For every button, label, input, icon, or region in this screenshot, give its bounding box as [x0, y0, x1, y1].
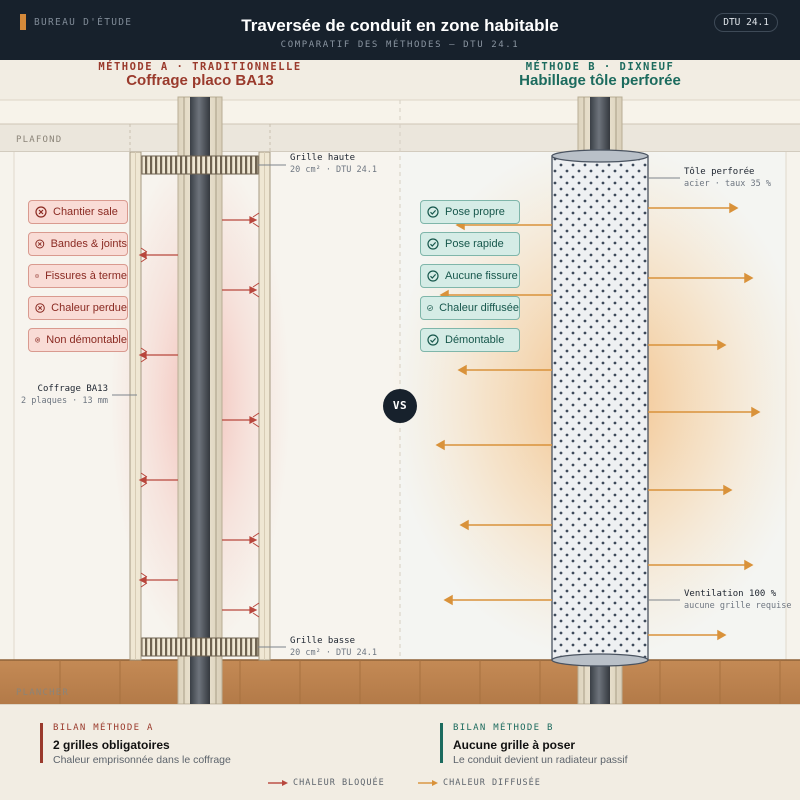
grille-basse-title: Grille basse — [290, 636, 356, 646]
problem-label: Bandes & joints — [50, 238, 127, 250]
method-b-name: Habillage tôle perforée — [519, 72, 681, 89]
method-a-heading: MÉTHODE A · TRADITIONNELLE Coffrage plac… — [50, 61, 350, 89]
ventilation-annotation: Ventilation 100 % aucune grille requise — [684, 588, 791, 612]
method-a-kicker: MÉTHODE A · TRADITIONNELLE — [98, 61, 302, 73]
problem-badge: Fissures à terme — [28, 264, 128, 288]
dtu-badge: DTU 24.1 — [714, 13, 778, 32]
advantage-label: Chaleur diffusée — [439, 302, 519, 314]
coffrage-annotation: Coffrage BA13 2 plaques · 13 mm — [18, 383, 108, 407]
advantage-label: Pose rapide — [445, 238, 504, 250]
footer-summary: BILAN MÉTHODE A 2 grilles obligatoires C… — [0, 704, 800, 800]
cross-circle-icon — [35, 303, 45, 313]
problem-badge: Bandes & joints — [28, 232, 128, 256]
grille-basse-detail: 20 cm² · DTU 24.1 — [290, 648, 377, 658]
check-circle-icon — [427, 206, 439, 218]
zone-floor-label: PLANCHER — [16, 688, 69, 698]
advantage-badge: Pose rapide — [420, 232, 520, 256]
coffrage-title: Coffrage BA13 — [37, 384, 108, 394]
grille-haute-detail: 20 cm² · DTU 24.1 — [290, 165, 377, 175]
advantage-badge: Démontable — [420, 328, 520, 352]
check-circle-icon — [427, 238, 439, 250]
advantage-label: Pose propre — [445, 206, 505, 218]
bilan-a-headline: 2 grilles obligatoires — [53, 738, 170, 752]
problem-label: Non démontable — [46, 334, 127, 346]
method-b-kicker: MÉTHODE B · DIXNEUF — [525, 61, 675, 73]
problem-label: Fissures à terme — [45, 270, 127, 282]
bilan-method-b: BILAN MÉTHODE B Aucune grille à poser Le… — [440, 723, 628, 766]
advantage-badge: Chaleur diffusée — [420, 296, 520, 320]
cross-circle-icon — [35, 274, 39, 278]
legend-blocked: CHALEUR BLOQUÉE — [268, 778, 385, 788]
legend-diffused: CHALEUR DIFFUSÉE — [418, 778, 541, 788]
zone-ceiling-label: PLAFOND — [16, 135, 63, 145]
bilan-method-a: BILAN MÉTHODE A 2 grilles obligatoires C… — [40, 723, 231, 766]
method-a-name: Coffrage placo BA13 — [126, 72, 274, 89]
bilan-a-detail: Chaleur emprisonnée dans le coffrage — [53, 754, 231, 766]
problem-label: Chaleur perdue — [51, 302, 127, 314]
cross-circle-icon — [35, 239, 45, 249]
advantage-badge: Aucune fissure — [420, 264, 520, 288]
tole-detail: acier · taux 35 % — [684, 179, 771, 189]
advantage-badge: Pose propre — [420, 200, 520, 224]
coffrage-detail: 2 plaques · 13 mm — [21, 396, 108, 406]
legend-blocked-label: CHALEUR BLOQUÉE — [293, 778, 385, 788]
brand-mark — [20, 14, 26, 30]
tole-title: Tôle perforée — [684, 167, 755, 177]
advantage-label: Démontable — [445, 334, 505, 346]
bilan-a-kicker: BILAN MÉTHODE A — [53, 723, 154, 733]
ventilation-title: Ventilation 100 % — [684, 589, 777, 599]
grille-haute-annotation: Grille haute 20 cm² · DTU 24.1 — [290, 152, 377, 176]
check-circle-icon — [427, 305, 433, 311]
bilan-b-headline: Aucune grille à poser — [453, 738, 576, 752]
problem-badge: Chantier sale — [28, 200, 128, 224]
grille-haute-title: Grille haute — [290, 153, 356, 163]
check-circle-icon — [427, 270, 439, 282]
bilan-b-kicker: BILAN MÉTHODE B — [453, 723, 554, 733]
vs-badge: VS — [383, 389, 417, 423]
problem-badge: Non démontable — [28, 328, 128, 352]
tole-annotation: Tôle perforée acier · taux 35 % — [684, 166, 771, 190]
header-bar: BUREAU D'ÉTUDE Traversée de conduit en z… — [0, 0, 800, 60]
page-title: Traversée de conduit en zone habitable — [241, 16, 559, 35]
ventilation-detail: aucune grille requise — [684, 601, 792, 611]
legend-diffused-label: CHALEUR DIFFUSÉE — [443, 778, 541, 788]
arrow-right-red-icon — [268, 780, 288, 786]
problem-badge: Chaleur perdue — [28, 296, 128, 320]
check-circle-icon — [427, 334, 439, 346]
cross-circle-icon — [35, 206, 47, 218]
method-b-heading: MÉTHODE B · DIXNEUF Habillage tôle perfo… — [450, 61, 750, 89]
arrow-right-orange-icon — [418, 780, 438, 786]
bureau-label: BUREAU D'ÉTUDE — [34, 17, 133, 28]
grille-basse-annotation: Grille basse 20 cm² · DTU 24.1 — [290, 635, 377, 659]
problem-label: Chantier sale — [53, 206, 118, 218]
bilan-b-detail: Le conduit devient un radiateur passif — [453, 754, 628, 766]
page-subtitle: COMPARATIF DES MÉTHODES — DTU 24.1 — [280, 40, 520, 50]
cross-circle-icon — [35, 337, 41, 343]
advantage-label: Aucune fissure — [445, 270, 518, 282]
